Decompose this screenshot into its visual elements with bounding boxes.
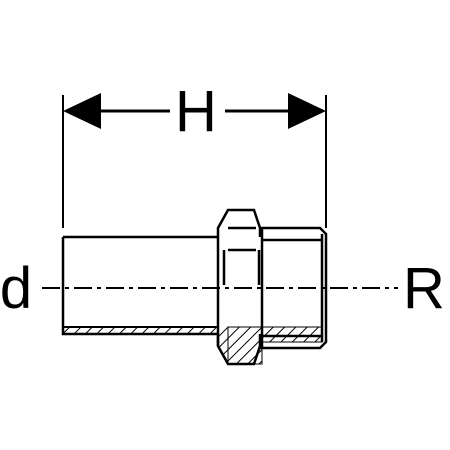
thread-label: R: [403, 256, 445, 321]
left-arrowhead: [63, 93, 101, 129]
height-label: H: [175, 79, 217, 144]
right-arrowhead: [288, 93, 326, 129]
diameter-label: d: [0, 256, 32, 321]
hatched-wall-section: [62, 326, 323, 365]
